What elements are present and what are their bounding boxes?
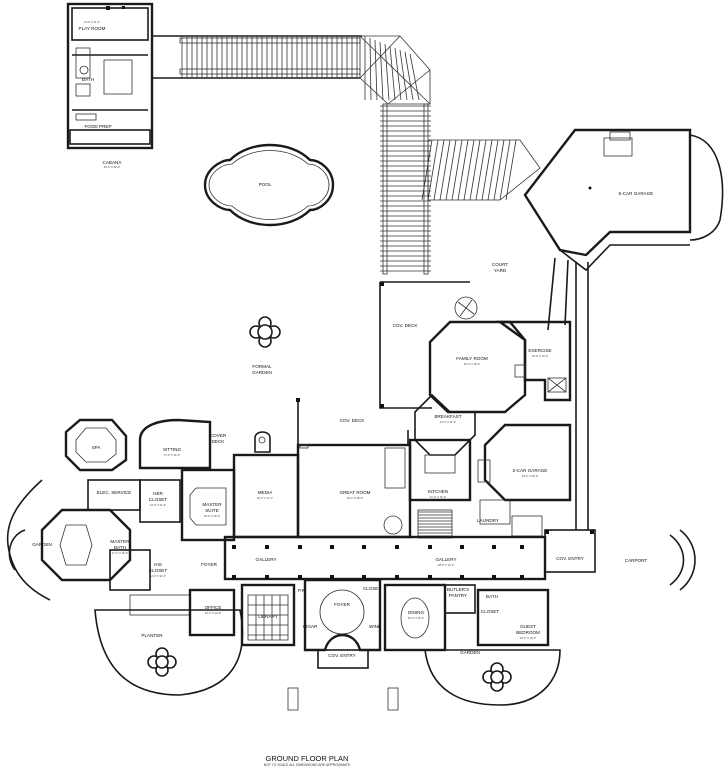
master-suite-l2: SUITE [205, 508, 219, 513]
pool [203, 143, 335, 227]
closet-2-label: CLOSET [481, 609, 500, 614]
sitting-dim: 17'-0" X 16'-0" [164, 453, 180, 457]
gallery-west-label: GALLERY [255, 557, 276, 562]
room-labels: 14'-0" X 11'-0" PLAY ROOM BATH FOOD PREP… [32, 20, 653, 658]
exercise-room [496, 320, 572, 402]
plan-note: NOT TO SCALE ALL DIMENSIONS ARE APPROXIM… [264, 763, 351, 767]
cov-deck-label: COV. DECK [340, 418, 366, 423]
garage2-dim: 23'-0" X 23'-0" [522, 474, 538, 478]
formal-garden-l2: GARDEN [252, 370, 272, 375]
butlers-l2: PANTRY [449, 593, 467, 598]
planter-rosette [147, 647, 177, 677]
formal-garden-l1: FORMAL [252, 364, 272, 369]
pergola-walkway-garage [421, 139, 541, 201]
his-closet-l2: CLOSET [149, 568, 168, 573]
food-prep-label: FOOD PREP [84, 124, 111, 129]
spa-label: SPA [92, 445, 102, 450]
court-yard-l1: COURT [492, 262, 508, 267]
cabana-bath-label: BATH [82, 77, 94, 82]
pergola-walkway-north [152, 35, 362, 79]
play-room-label: PLAY ROOM [79, 26, 106, 31]
guest-bedroom-l2: BEDROOM [516, 630, 540, 635]
garage2-label: 2-CAR GARAGE [513, 468, 548, 473]
foyer-label: FOYER [334, 602, 351, 607]
pr-label: P.R. [298, 588, 306, 593]
laundry-label: LAUNDRY [477, 518, 499, 523]
guest-bedroom-l1: GUEST [520, 624, 536, 629]
library-label: LIBRARY [258, 614, 278, 619]
pool-label: POOL [259, 182, 272, 187]
master-suite-l1: MASTER [202, 502, 222, 507]
garage-5-car [523, 128, 724, 272]
dining-dim: 20'-0" X 15'-0" [408, 616, 424, 620]
closet-1-label: CLOSET [363, 586, 382, 591]
pergola-corner [359, 35, 431, 105]
office-dim: 14'-0" X 13'-0" [205, 611, 221, 615]
butlers-l1: BUTLER'S [447, 587, 469, 592]
gallery-east-label: GALLERY [435, 557, 456, 562]
his-closet-dim: 12'-0" X 11'-0" [150, 574, 166, 578]
pergola-walkway-vertical [380, 103, 431, 275]
cigar-label: CIGAR [303, 624, 318, 629]
cov-entry-east-label: COV. ENTRY [556, 556, 584, 561]
media-label: MEDIA [258, 490, 273, 495]
great-room-label: GREAT ROOM [340, 490, 371, 495]
gallery-columns [232, 545, 524, 579]
cover-deck-l2: DECK [212, 439, 226, 444]
breakfast [414, 393, 476, 456]
dining-label: DINING [408, 610, 425, 615]
her-closet-l1: HER [153, 491, 163, 496]
office-label: OFFICE [205, 605, 222, 610]
master-bath-l2: BATH [114, 545, 126, 550]
her-closet-dim: 12'-0" X 11'-0" [150, 503, 166, 507]
gallery-east-dim: 48'-0" X 10'-0" [438, 563, 454, 567]
garden-rosette [482, 662, 512, 692]
foyer-west-label: FOYER [201, 562, 218, 567]
her-closet-l2: CLOSET [149, 497, 168, 502]
service-corridor [547, 257, 589, 530]
master-suite-dim: 19'-0" X 18'-0" [204, 514, 220, 518]
sitting-label: SITTING [163, 447, 182, 452]
garage5-label: 5-CAR GARAGE [619, 191, 654, 196]
cov-deck-north-label: COV. DECK [393, 323, 419, 328]
cabana-building [66, 2, 154, 150]
main-house-core [6, 398, 696, 711]
elec-service-label: ELEC. SERVICE [97, 490, 132, 495]
master-bath-l1: MASTER [110, 539, 130, 544]
breakfast-label: BREAKFAST [434, 414, 461, 419]
plan-title: GROUND FLOOR PLAN [266, 754, 349, 763]
cabana-dim: 20'-0" X 22'-0" [104, 165, 120, 169]
family-room [428, 296, 527, 414]
master-bath-dim: 17'-0" X 16'-0" [112, 551, 128, 555]
guest-bedroom-dim: 16'-0" X 15'-0" [520, 636, 536, 640]
planter-label: PLANTER [141, 633, 163, 638]
family-room-label: FAMILY ROOM [456, 356, 488, 361]
cover-deck-ornament [254, 431, 271, 453]
his-closet-l1: HIS [154, 562, 162, 567]
great-room-dim: 29'-0" X 25'-0" [347, 496, 363, 500]
court-yard-l2: YARD [494, 268, 507, 273]
garden-west-label: GARDEN [32, 542, 52, 547]
guest-bath-label: BATH [486, 594, 498, 599]
formal-garden-rosette [249, 316, 281, 348]
exercise-dim: 15'-0" X 13'-0" [532, 354, 548, 358]
wine-label: WINE [369, 624, 381, 629]
family-room-dim: 23'-0" X 18'-0" [464, 362, 480, 366]
cov-entry-south-label: COV. ENTRY [328, 653, 356, 658]
cov-deck-north [379, 281, 470, 409]
exercise-label: EXERCISE [528, 348, 551, 353]
cover-deck-l1: COVER [210, 433, 227, 438]
media-dim: 20'-0" X 17'-0" [257, 496, 273, 500]
carport-label: CARPORT [625, 558, 648, 563]
garden-south-label: GARDEN [460, 650, 480, 655]
kitchen-dim: 21'-0" X 16'-0" [430, 495, 446, 499]
breakfast-dim: 13'-0" X 11'-0" [440, 420, 456, 424]
kitchen-label: KITCHEN [428, 489, 448, 494]
cabana-label: CABANA [103, 160, 123, 165]
play-room-dim: 14'-0" X 11'-0" [84, 20, 100, 24]
